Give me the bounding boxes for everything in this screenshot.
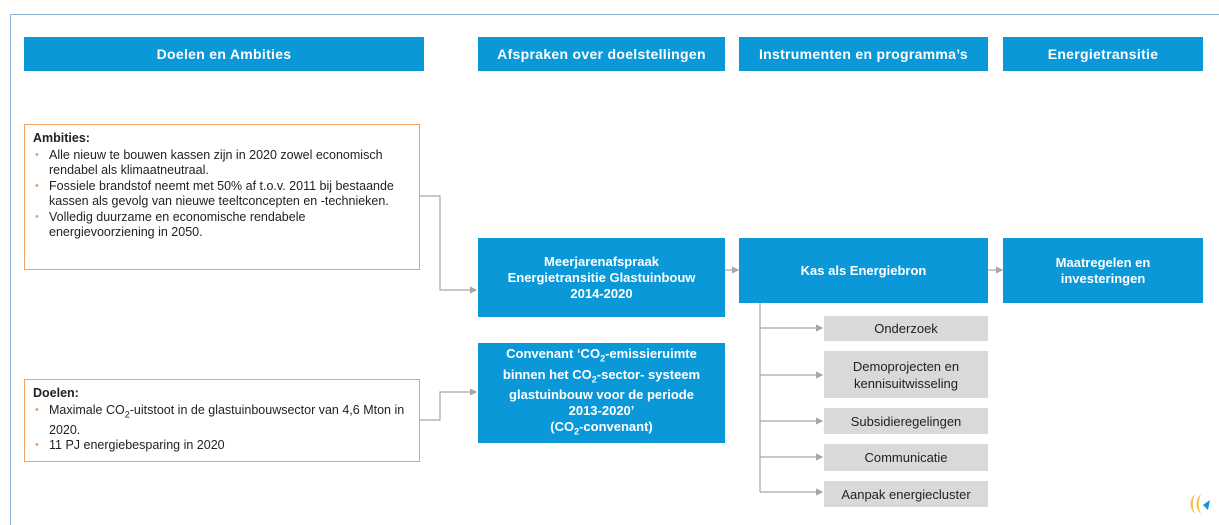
instrument-demoprojecten: Demoprojecten en kennisuitwisseling (824, 351, 988, 398)
connector-ambities-meerjaren (420, 195, 478, 294)
convenant-box: Convenant ‘CO2-emissieruimte binnen het … (478, 343, 725, 443)
doelen-box: Doelen: Maximale CO2-uitstoot in de glas… (24, 379, 420, 462)
instrument-subsidieregelingen: Subsidieregelingen (824, 408, 988, 434)
connector-doelen-convenant (420, 388, 478, 421)
doelen-list: Maximale CO2-uitstoot in de glastuinbouw… (33, 403, 411, 454)
header-doelen-en-ambities: Doelen en Ambities (24, 37, 424, 71)
header-instrumenten: Instrumenten en programma’s (739, 37, 988, 71)
logo-icon (1190, 494, 1210, 514)
instrument-communicatie: Communicatie (824, 444, 988, 471)
ambities-item: Volledig duurzame en economische rendabe… (33, 210, 411, 241)
ambities-list: Alle nieuw te bouwen kassen zijn in 2020… (33, 148, 411, 241)
instrument-onderzoek: Onderzoek (824, 316, 988, 341)
ambities-box: Ambities: Alle nieuw te bouwen kassen zi… (24, 124, 420, 270)
frame-border-left (10, 14, 11, 525)
ambities-item: Fossiele brandstof neemt met 50% af t.o.… (33, 179, 411, 210)
kas-als-energiebron-box: Kas als Energiebron (739, 238, 988, 303)
instrument-aanpak-energiecluster: Aanpak energiecluster (824, 481, 988, 507)
doelen-item: 11 PJ energiebesparing in 2020 (33, 438, 411, 454)
ambities-title: Ambities: (33, 131, 90, 145)
frame-border-top (10, 14, 1219, 15)
doelen-title: Doelen: (33, 386, 79, 400)
header-energietransitie: Energietransitie (1003, 37, 1203, 71)
meerjarenafspraak-box: Meerjarenafspraak Energietransitie Glast… (478, 238, 725, 317)
maatregelen-box: Maatregelen en investeringen (1003, 238, 1203, 303)
ambities-item: Alle nieuw te bouwen kassen zijn in 2020… (33, 148, 411, 179)
doelen-item: Maximale CO2-uitstoot in de glastuinbouw… (33, 403, 411, 439)
header-afspraken: Afspraken over doelstellingen (478, 37, 725, 71)
